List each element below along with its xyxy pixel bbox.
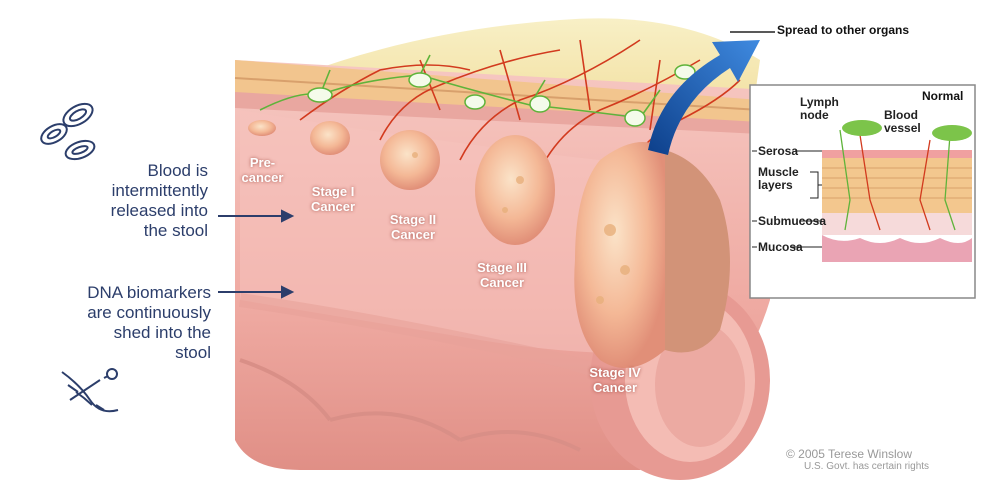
stage-line1: Stage I <box>311 184 355 199</box>
dna-label-line: shed into the <box>113 323 211 342</box>
tumors <box>248 120 730 368</box>
blood-label-line: the stool <box>143 221 208 240</box>
inset-lymph-node-label: Lymph node <box>800 96 839 122</box>
stage-line2: Cancer <box>479 275 525 290</box>
inset-vessel-line: Blood <box>884 108 918 122</box>
stage2-tumor <box>380 130 440 190</box>
stage-label-4: Stage IV Cancer <box>575 365 655 395</box>
stage-line1: Pre- <box>249 155 276 170</box>
stage-label-3: Stage III Cancer <box>462 260 542 290</box>
inset-blood-vessel-label: Blood vessel <box>884 109 921 135</box>
blood-cells-icon <box>40 102 96 161</box>
stage1-tumor <box>310 121 350 155</box>
credit-line2: U.S. Govt. has certain rights <box>804 461 930 472</box>
stage-label-1: Stage I Cancer <box>298 184 368 214</box>
label-arrows <box>218 209 295 299</box>
stage-line2: Cancer <box>310 199 356 214</box>
inset-lymph-line: Lymph <box>800 95 839 109</box>
stage-line1: Stage II <box>389 212 437 227</box>
lymph-nodes <box>307 64 696 127</box>
spread-arrow <box>648 40 760 155</box>
precancer-polyp <box>248 120 276 136</box>
stage4-tumor <box>574 142 665 368</box>
blood-label: Blood is intermittently released into th… <box>58 161 208 241</box>
dna-label-line: are continuously <box>87 303 211 322</box>
inset-muscle-line: layers <box>758 178 793 192</box>
blood-label-line: intermittently <box>111 181 208 200</box>
stage-line2: cancer <box>241 170 284 185</box>
inset-lymph-line: node <box>800 108 829 122</box>
stage-line2: Cancer <box>592 380 638 395</box>
inset-mucosa-label: Mucosa <box>758 240 803 254</box>
stage-label-precancer: Pre- cancer <box>240 155 285 185</box>
inset-vessel-line: vessel <box>884 121 921 135</box>
stage-label-2: Stage II Cancer <box>378 212 448 242</box>
inset-blood-vessel <box>932 125 972 141</box>
dna-label-line: stool <box>175 343 211 362</box>
inset-lymph-node <box>842 120 882 136</box>
credit-line1: © 2005 Terese Winslow <box>786 447 913 461</box>
stage3-tumor <box>475 135 555 245</box>
inset-serosa-label: Serosa <box>758 144 799 158</box>
blood-label-line: released into <box>110 201 208 220</box>
inset-muscle-label: Muscle layers <box>758 166 799 192</box>
inset-title: Normal <box>922 89 964 103</box>
stage-line2: Cancer <box>390 227 436 242</box>
spread-label: Spread to other organs <box>777 23 910 37</box>
inset-muscle-line: Muscle <box>758 165 799 179</box>
dna-label-line: DNA biomarkers <box>87 283 211 302</box>
dna-icon <box>61 368 119 413</box>
dna-label: DNA biomarkers are continuously shed int… <box>35 283 211 363</box>
blood-label-line: Blood is <box>147 161 208 180</box>
stage-line1: Stage IV <box>589 365 641 380</box>
stage-line1: Stage III <box>477 260 527 275</box>
inset-submucosa-label: Submucosa <box>758 214 827 228</box>
